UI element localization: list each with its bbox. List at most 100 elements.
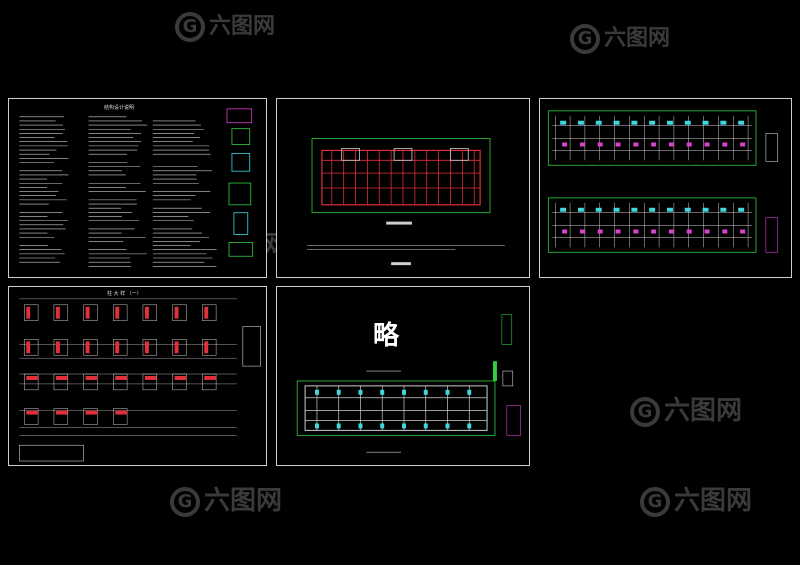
watermark-logo-icon: G — [570, 24, 600, 54]
drawing-line — [740, 143, 745, 147]
floor-plans-drawing — [540, 99, 791, 277]
sheet-floor-plans[interactable] — [539, 98, 792, 278]
drawing-line — [722, 230, 727, 234]
drawing-line — [86, 411, 98, 415]
watermark: G六图网 — [570, 20, 670, 54]
drawing-line — [669, 230, 674, 234]
drawing-line — [560, 121, 566, 125]
drawing-line — [467, 390, 471, 395]
drawing-line — [614, 121, 620, 125]
watermark: G六图网 — [170, 480, 282, 517]
drawing-line — [548, 111, 756, 165]
drawing-line — [337, 423, 341, 428]
drawing-line — [667, 208, 673, 212]
drawing-line — [424, 423, 428, 428]
drawing-line — [720, 121, 726, 125]
drawing-line — [446, 423, 450, 428]
drawing-line — [175, 341, 179, 353]
drawing-line — [703, 121, 709, 125]
drawing-line — [596, 121, 602, 125]
drawing-line — [738, 208, 744, 212]
drawing-line — [616, 143, 621, 147]
watermark-text: 六图网 — [674, 486, 752, 516]
drawing-line — [315, 423, 319, 428]
sheet-column-details[interactable]: 柱 大 样 （一） — [8, 286, 267, 466]
drawing-line — [667, 121, 673, 125]
drawing-line — [56, 411, 68, 415]
drawing-line — [424, 390, 428, 395]
drawing-line — [26, 376, 38, 380]
sheet-foundation-plan[interactable] — [276, 98, 530, 278]
drawing-line — [315, 390, 319, 395]
drawing-line — [56, 376, 68, 380]
drawing-line — [738, 121, 744, 125]
drawing-line — [145, 307, 149, 319]
drawing-line — [26, 341, 30, 353]
drawing-line — [115, 341, 119, 353]
drawing-line — [86, 376, 98, 380]
drawing-line — [687, 230, 692, 234]
watermark: G六图网 — [175, 8, 275, 42]
drawing-line — [598, 143, 603, 147]
drawing-line — [580, 230, 585, 234]
watermark-logo-icon: G — [630, 397, 660, 427]
drawing-line — [86, 341, 90, 353]
drawing-line — [562, 143, 567, 147]
drawing-line — [705, 143, 710, 147]
drawing-line — [703, 208, 709, 212]
drawing-line — [562, 230, 567, 234]
drawing-line — [145, 341, 149, 353]
drawing-line — [705, 230, 710, 234]
drawing-line — [115, 307, 119, 319]
watermark-logo-icon: G — [170, 487, 200, 517]
drawing-line — [685, 208, 691, 212]
drawing-line — [26, 411, 38, 415]
drawing-line — [633, 143, 638, 147]
drawing-line — [446, 390, 450, 395]
drawing-line — [669, 143, 674, 147]
drawing-line — [578, 121, 584, 125]
drawing-line — [26, 307, 30, 319]
drawing-line — [685, 121, 691, 125]
drawing-line — [204, 341, 208, 353]
sheet-design-notes[interactable]: 结构设计说明 — [8, 98, 267, 278]
drawing-line — [175, 307, 179, 319]
drawing-line — [548, 198, 756, 252]
drawing-line — [467, 423, 471, 428]
drawing-line — [651, 143, 656, 147]
watermark-logo-icon: G — [175, 12, 205, 42]
drawing-line — [616, 230, 621, 234]
drawing-line — [598, 230, 603, 234]
drawing-line — [740, 230, 745, 234]
notes-drawing — [9, 99, 266, 277]
foundation-drawing — [277, 99, 529, 277]
drawing-line — [56, 307, 60, 319]
drawing-line — [651, 230, 656, 234]
watermark: G六图网 — [640, 480, 752, 517]
drawing-line — [115, 411, 127, 415]
drawing-line — [204, 376, 216, 380]
drawing-line — [86, 307, 90, 319]
drawing-line — [145, 376, 157, 380]
drawing-line — [596, 208, 602, 212]
drawing-line — [402, 390, 406, 395]
drawing-line — [578, 208, 584, 212]
drawing-line — [649, 208, 655, 212]
drawing-line — [359, 390, 363, 395]
drawing-line — [560, 208, 566, 212]
drawing-line — [337, 390, 341, 395]
drawing-line — [359, 423, 363, 428]
drawing-line — [380, 390, 384, 395]
sheet-beam-plan[interactable]: 略 — [276, 286, 530, 466]
watermark-logo-icon: G — [640, 487, 670, 517]
drawing-line — [56, 341, 60, 353]
beam-plan-drawing — [277, 287, 529, 465]
drawing-line — [402, 423, 406, 428]
drawing-line — [631, 208, 637, 212]
drawing-line — [175, 376, 187, 380]
drawing-line — [649, 121, 655, 125]
watermark: G六图网 — [630, 390, 742, 427]
watermark-text: 六图网 — [204, 486, 282, 516]
drawing-line — [720, 208, 726, 212]
drawing-line — [614, 208, 620, 212]
